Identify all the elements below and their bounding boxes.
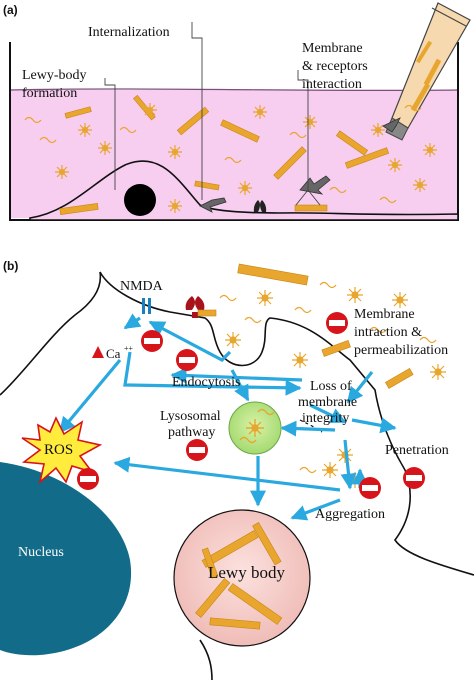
pipette [385,2,471,141]
label-internalization: Internalization [88,25,170,40]
nmda-receptor [142,298,151,314]
label-lewy-a-2: formation [22,86,77,101]
panel-b-label: (b) [3,259,18,273]
oligomers-medium [24,103,437,213]
arrow-aggregation-ros [113,456,341,492]
label-membrane-b-2: intraction & [354,325,422,340]
ros-starburst [21,416,103,485]
label-lysosomal-2: pathway [168,425,215,440]
inhibit-icon [176,349,198,371]
fibrils-extracellular [197,263,414,389]
arrow-to-lysosome [280,420,336,437]
label-loss-2: membrane [298,395,357,410]
cell-membrane-right [99,271,474,576]
inhibit-icon [359,477,381,499]
arrow-loss-penetration [309,403,347,424]
arrow-penetration-aggregation [340,439,357,490]
arrow-to-nmda [148,320,232,362]
arrow-membrane-penetration [346,371,374,404]
fibrils-medium [59,94,390,215]
label-lysosomal-1: Lysosomal [160,409,221,424]
label-membrane-a-3: interaction [302,77,362,92]
cell-membrane-bottom [199,639,213,680]
process-arrows-a [199,117,401,213]
receptor-a [253,200,267,212]
label-lewy-body: Lewy body [208,563,285,582]
label-lewy-a-1: Lewy-body [22,68,87,83]
label-membrane-b-3: permeabilization [354,343,448,358]
label-loss-3: integrity [302,411,349,426]
label-membrane-a-2: & receptors [302,59,368,74]
arrow-endo-lysosome [230,369,250,402]
inhibit-icon [77,468,99,490]
membrane-pore [299,419,323,433]
callout-lines-a [104,22,321,206]
panel-a: (a) [3,2,471,221]
lysosome-contents [239,408,275,444]
ca-increase-icon [92,346,104,358]
pathway-arrows [58,313,397,521]
label-loss-1: Loss of [310,379,352,394]
label-ros: ROS [44,442,73,458]
panel-a-label: (a) [3,3,18,17]
medium-surface [9,88,459,92]
inhibit-icon [326,312,348,334]
lewy-body-black [124,184,156,216]
arrow-nmda-ca [123,313,142,330]
label-ca: Ca [106,346,121,361]
arrow-aggregation-lewy [290,498,341,521]
inhibit-icon [186,439,208,461]
cell-membrane-left [0,271,102,396]
label-ca-superscript: ++ [124,344,134,353]
label-membrane-b-1: Membrane [354,307,415,322]
label-nucleus: Nucleus [18,545,64,560]
label-membrane-a-1: Membrane [302,41,363,56]
label-nmda: NMDA [120,279,164,294]
panel-b: (b) Nucleus [0,259,474,680]
inhibit-icon [141,330,163,352]
label-aggregation: Aggregation [315,507,385,522]
arrow-ca-ros [58,358,122,434]
inhibit-icon [403,467,425,489]
label-penetration: Penetration [385,443,449,458]
label-endocytosis: Endocytosis [172,375,240,390]
lewy-body-fibrils [195,522,283,630]
lewy-body [173,509,311,647]
receptor-red [185,296,205,318]
inhibition-icons [77,312,425,499]
arrow-penetration-right [351,417,397,434]
nucleus [0,462,132,656]
